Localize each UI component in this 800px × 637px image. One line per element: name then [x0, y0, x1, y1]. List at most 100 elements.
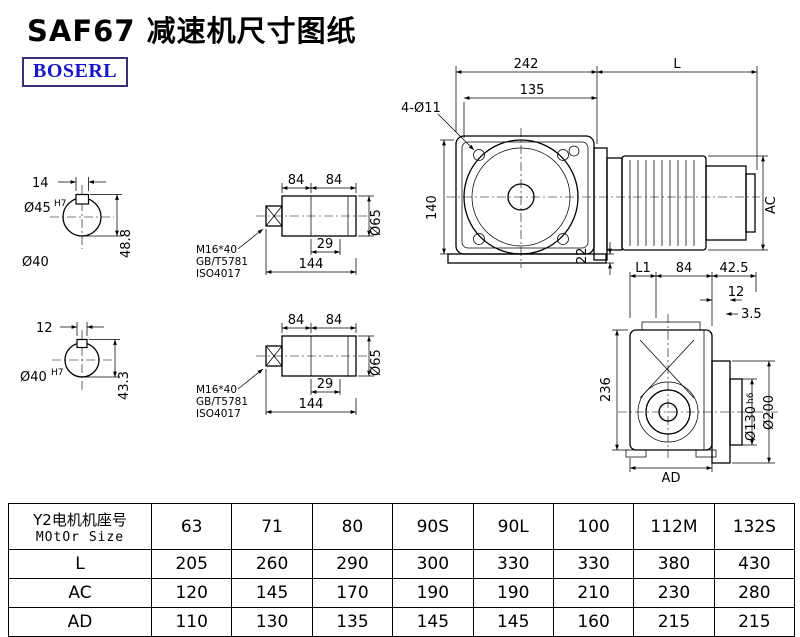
dim-key-height: 43.3 — [117, 371, 132, 400]
bolt-standard-gb: GB/T5781 — [196, 396, 248, 408]
table-cell: 215 — [633, 607, 715, 637]
shaft-detail-bottom-view: 84 84 29 144 Ø65 M16*40 GB/T5781 ISO4017 — [196, 313, 384, 420]
shaft-detail-top-view: 84 84 29 144 Ø65 M16*40 GB/T5781 ISO4017 — [196, 173, 384, 280]
row-label: L — [8, 549, 152, 579]
flange-bolt-hole — [473, 149, 485, 161]
table-cell: 260 — [231, 549, 313, 579]
table-cell: 190 — [472, 578, 554, 608]
dim-shaft-dia: Ø45 — [24, 201, 51, 216]
dim-foot-height: 22 — [575, 247, 590, 264]
table-cell: 145 — [472, 607, 554, 637]
dim-shaft-dia: Ø65 — [369, 349, 384, 376]
dim-key-width: 12 — [36, 321, 53, 336]
dim-l1: L1 — [635, 261, 651, 276]
table-cell: 215 — [713, 607, 796, 637]
row-label: AC — [8, 578, 152, 608]
bolt-standard-gb: GB/T5781 — [196, 256, 248, 268]
dim-seg-b: 84 — [326, 173, 343, 188]
table-cell: 330 — [552, 549, 635, 579]
dim-key-height: 48.8 — [119, 229, 134, 258]
table-cell: 190 — [392, 578, 474, 608]
dim-pilot-dia: Ø130 — [744, 406, 759, 441]
table-cell: 145 — [392, 607, 474, 637]
bolt-standard-iso: ISO4017 — [196, 268, 241, 280]
flange-bolt-hole — [473, 233, 485, 245]
table-row-L: L 205 260 290 300 330 330 380 430 — [8, 549, 796, 579]
size-col: 71 — [231, 503, 313, 550]
table-cell: 110 — [150, 607, 233, 637]
row-label: AD — [8, 607, 152, 637]
flange-bolt-hole — [557, 233, 569, 245]
table-cell: 330 — [472, 549, 554, 579]
motor-size-header-cn: Y2电机机座号 — [33, 510, 127, 529]
dim-total-length: 144 — [299, 257, 324, 272]
table-cell: 120 — [150, 578, 233, 608]
motor-size-header-en: MOtOr Size — [35, 529, 125, 545]
dim-total-length: 144 — [299, 397, 324, 412]
dim-motor-dia: AC — [764, 196, 779, 214]
table-cell: 300 — [392, 549, 474, 579]
table-cell: 430 — [713, 549, 796, 579]
table-row-AC: AC 120 145 170 190 190 210 230 280 — [8, 578, 796, 608]
table-cell: 205 — [150, 549, 233, 579]
size-col: 112M — [633, 503, 715, 550]
brand-logo-text: BOSERL — [33, 60, 118, 82]
dim-shaft-dia-tolerance: H7 — [54, 199, 67, 209]
dim-key-width: 14 — [32, 176, 49, 191]
dim-shaft-dia: Ø40 — [20, 370, 47, 385]
dim-flange-dia: Ø200 — [762, 395, 777, 430]
dim-flange-height: 140 — [425, 195, 440, 220]
bolt-spec: M16*40 — [196, 384, 237, 396]
dim-bolt-holes: 4-Ø11 — [401, 101, 441, 116]
dim-seg-a: 84 — [288, 173, 305, 188]
dim-housing-width: 242 — [514, 57, 539, 72]
dim-seg-b: 84 — [326, 313, 343, 328]
motor-cooling-fins — [629, 160, 695, 246]
bolt-spec: M16*40 — [196, 244, 237, 256]
shaft-section-bottom-view: 12 Ø40 H7 43.3 — [20, 321, 132, 400]
table-row-AD: AD 110 130 135 145 145 160 215 215 — [8, 607, 796, 637]
size-col: 132S — [713, 503, 796, 550]
dim-bore-label: Ø40 — [22, 255, 49, 270]
table-cell: 170 — [311, 578, 394, 608]
table-cell: 290 — [311, 549, 394, 579]
dimension-table: Y2电机机座号 MOtOr Size 63 71 80 90S 90L 100 … — [8, 503, 796, 637]
dim-motor-length: L — [673, 57, 681, 72]
shaft-section-top-view: 14 Ø45 H7 48.8 Ø40 — [22, 176, 134, 270]
dim-key-length: 29 — [317, 237, 334, 252]
size-col: 80 — [311, 503, 394, 550]
size-col: 63 — [150, 503, 233, 550]
technical-drawing: 14 Ø45 H7 48.8 Ø40 12 Ø40 H7 43.3 — [20, 57, 779, 486]
dim-3-5: 3.5 — [741, 307, 762, 322]
dim-body-height: 236 — [599, 377, 614, 402]
size-col: 90L — [472, 503, 554, 550]
dim-flange-width: 135 — [520, 83, 545, 98]
dim-foot-width: AD — [662, 471, 681, 486]
dim-84: 84 — [676, 261, 693, 276]
dim-42-5: 42.5 — [720, 261, 749, 276]
table-cell: 130 — [231, 607, 313, 637]
dim-shaft-dia: Ø65 — [369, 209, 384, 236]
size-col: 90S — [392, 503, 474, 550]
table-cell: 230 — [633, 578, 715, 608]
dim-key-length: 29 — [317, 377, 334, 392]
table-cell: 380 — [633, 549, 715, 579]
bolt-standard-iso: ISO4017 — [196, 408, 241, 420]
table-cell: 135 — [311, 607, 394, 637]
motor-size-header: Y2电机机座号 MOtOr Size — [8, 503, 152, 550]
size-col: 100 — [552, 503, 635, 550]
brand-logo: BOSERL — [22, 57, 129, 87]
flange-bolt-hole — [557, 149, 569, 161]
dim-pilot-dia-tolerance: h6 — [746, 392, 756, 404]
dim-shaft-dia-tolerance: H7 — [51, 368, 64, 378]
dim-12: 12 — [728, 285, 745, 300]
table-header-row: Y2电机机座号 MOtOr Size 63 71 80 90S 90L 100 … — [8, 503, 796, 550]
table-cell: 210 — [552, 578, 635, 608]
table-cell: 145 — [231, 578, 313, 608]
front-view: 242 L 135 4-Ø11 140 22 AC — [401, 57, 779, 275]
dim-seg-a: 84 — [288, 313, 305, 328]
page-title: SAF67 减速机尺寸图纸 — [27, 14, 357, 48]
table-cell: 280 — [713, 578, 796, 608]
table-cell: 160 — [552, 607, 635, 637]
